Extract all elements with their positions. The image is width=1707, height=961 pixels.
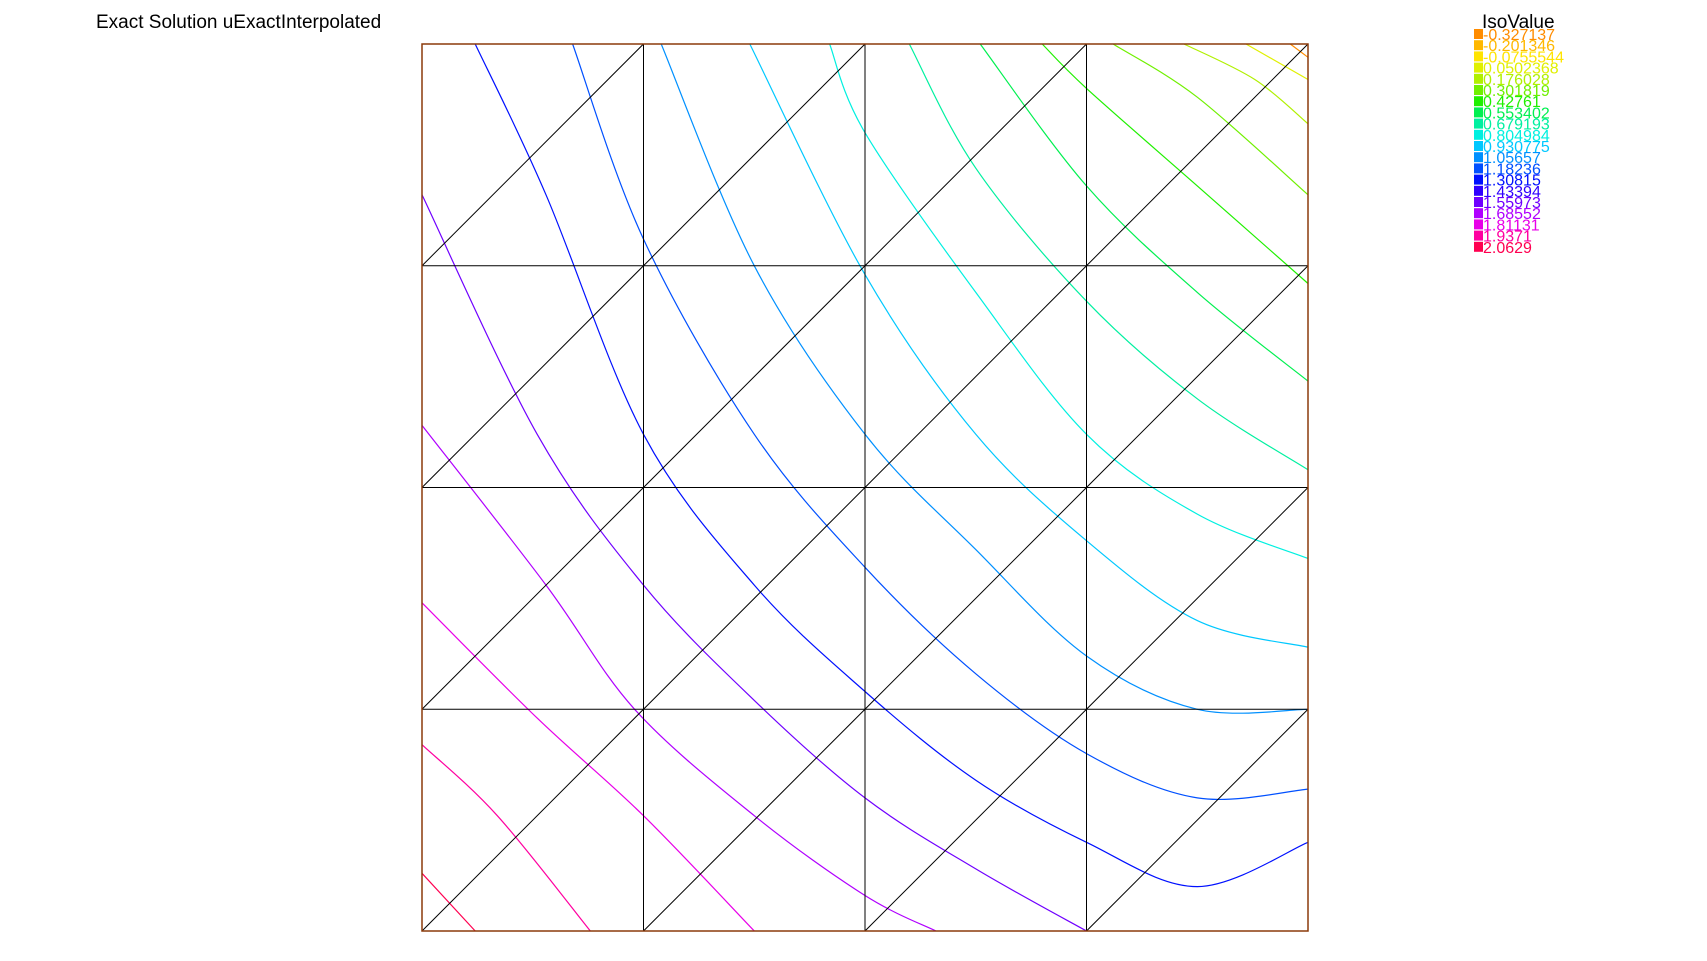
contour-line-5 [474,43,1309,888]
legend-swatch [1474,29,1483,39]
contour-line-2 [421,602,755,932]
contour-line-15 [1245,43,1309,81]
legend-label: 0.301819 [1483,83,1550,100]
legend-swatch [1474,241,1483,252]
legend-swatch [1474,208,1483,219]
contour-line-9 [829,43,1309,560]
legend-swatch [1474,219,1483,230]
contour-line-11 [979,43,1309,382]
mesh-diagonal-edge [421,708,644,932]
legend-swatch [1474,51,1483,62]
legend-label: -0.201346 [1483,38,1555,55]
legend-swatch [1474,141,1483,151]
legend-label: 1.55973 [1483,195,1541,212]
contour-line-13 [1112,43,1309,196]
mesh-diagonal-edge [643,487,866,710]
legend-label: 0.42761 [1483,94,1541,111]
legend-swatch [1474,197,1483,207]
legend-swatch [1474,174,1483,185]
plot-title: Exact Solution uExactInterpolated [96,12,382,33]
contour-line-14 [1183,43,1309,125]
legend-swatch [1474,129,1483,140]
legend-label: -0.327137 [1483,27,1555,44]
contour-line-8 [749,43,1309,648]
legend-label: 0.679193 [1483,117,1550,134]
contour-line-7 [660,43,1309,714]
legend-swatch [1474,73,1483,84]
legend-label: 1.18236 [1483,161,1541,178]
mesh-diagonal-edge [864,265,1087,488]
mesh-grid [421,43,1309,932]
mesh-diagonal-edge [421,265,644,488]
legend-label: 0.0502368 [1483,61,1559,78]
legend-swatch [1474,118,1483,129]
legend-swatch [1474,152,1483,163]
mesh-diagonal-edge [421,43,644,267]
legend-swatch [1474,163,1483,174]
mesh-diagonal-edge [864,708,1087,932]
legend-label: 1.05657 [1483,150,1541,167]
legend-label: 1.68552 [1483,206,1541,223]
legend-swatch [1474,185,1483,196]
mesh-diagonal-edge [1086,43,1309,267]
legend-swatch [1474,40,1483,51]
legend-swatch [1474,96,1483,107]
isovalue-legend: -0.327137-0.201346-0.07555440.05023680.1… [1474,27,1564,257]
legend-swatch [1474,62,1483,73]
mesh-diagonal-edge [643,43,866,267]
legend-label: 0.930775 [1483,139,1550,156]
legend-label: 1.81131 [1483,217,1540,234]
contour-line-1 [421,744,591,932]
legend-label: 1.43394 [1483,184,1541,201]
mesh-diagonal-edge [643,265,866,488]
mesh-diagonal-edge [421,487,644,710]
legend-label: 1.30815 [1483,173,1541,190]
contour-line-12 [1041,43,1309,284]
mesh-diagonal-edge [1086,487,1309,710]
legend-title: IsoValue [1482,12,1555,33]
contour-line-4 [421,194,1087,932]
legend-label: 0.553402 [1483,105,1550,122]
contour-line-6 [572,43,1309,801]
mesh-diagonal-edge [1086,708,1309,932]
mesh-diagonal-edge [643,708,866,932]
mesh-diagonal-edge [864,487,1087,710]
legend-label: 0.804984 [1483,128,1550,145]
legend-swatch [1474,230,1483,241]
legend-label: -0.0755544 [1483,49,1564,66]
legend-label: 1.9371 [1483,229,1532,246]
contour-line-16 [1289,43,1309,58]
legend-swatch [1474,85,1483,95]
mesh-diagonal-edge [1086,265,1309,488]
mesh-diagonal-edge [864,43,1087,267]
contour-line-3 [421,425,937,932]
legend-label: 2.0629 [1483,240,1532,257]
plot-frame [421,43,1309,932]
legend-swatch [1474,107,1483,118]
contour-line-0 [421,872,476,932]
legend-label: 0.176028 [1483,72,1550,89]
